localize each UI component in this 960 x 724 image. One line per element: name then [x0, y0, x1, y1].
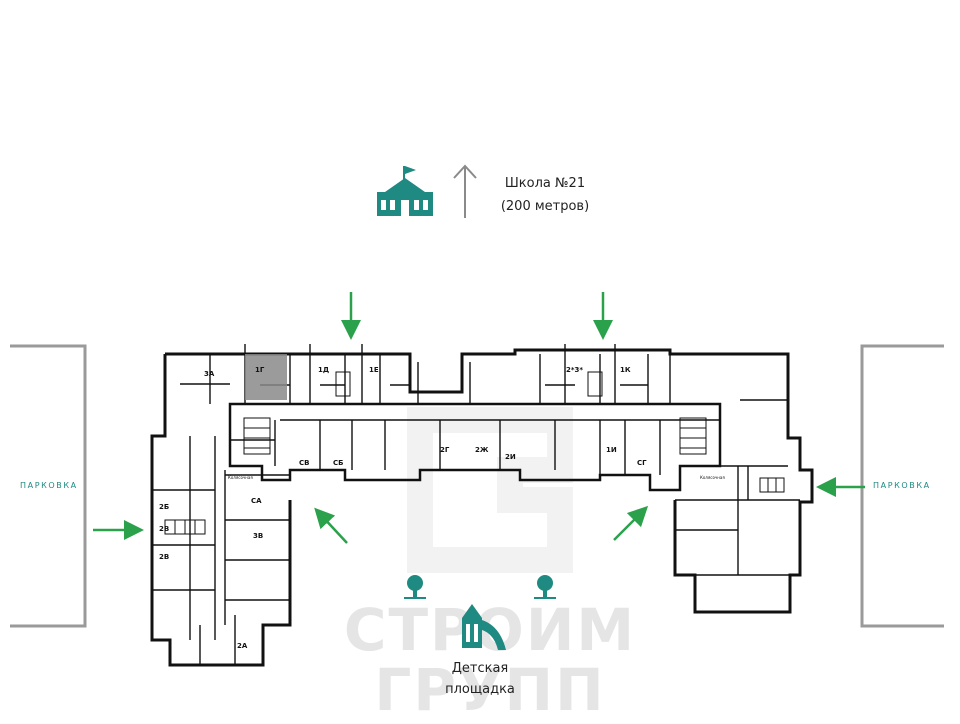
school-distance: (200 метров): [500, 199, 590, 214]
apt-label: 1И: [606, 446, 617, 454]
apt-label: 1Д: [318, 366, 329, 374]
corridor-labels: Колясочная Колясочная: [228, 475, 725, 480]
apt-label: СА: [251, 497, 262, 505]
tree-icon-right: [534, 575, 556, 599]
apt-label: СГ: [637, 459, 647, 467]
apt-label: 2Г: [440, 446, 450, 454]
apt-label: СВ: [299, 459, 309, 467]
apt-label: 2И: [505, 453, 516, 461]
corridor-label: Колясочная: [700, 475, 725, 480]
apt-label: 2*3*: [566, 366, 583, 374]
apt-label: 2А: [237, 642, 248, 650]
parking-label-left: ПАРКОВКА: [20, 481, 78, 490]
playground-line-2: площадка: [445, 682, 515, 697]
entry-arrow-inner-left: [314, 507, 348, 544]
apartment-highlight-1g[interactable]: [245, 354, 287, 400]
apt-label: 2В: [159, 525, 169, 533]
apt-label: 2В: [159, 553, 169, 561]
direction-up-arrow: [453, 164, 477, 218]
school-name: Школа №21: [504, 176, 586, 191]
apt-label: 1Е: [369, 366, 379, 374]
apartment-labels: 3А 1Г 1Д 1Е 2*3* 1К 2Б 2В 2В 2А СА 3В СВ…: [159, 366, 647, 650]
corridor-label: Колясочная: [228, 475, 253, 480]
apt-label: 2Ж: [475, 446, 489, 454]
apt-label: СБ: [333, 459, 343, 467]
parking-label-right: ПАРКОВКА: [873, 481, 931, 490]
playground-line-1: Детская: [451, 661, 509, 676]
apt-label: 3А: [204, 370, 215, 378]
watermark-logo: [407, 407, 573, 573]
stair-icons: [164, 371, 785, 535]
tree-icon-left: [404, 575, 426, 599]
apt-label: 1Г: [255, 366, 265, 374]
apt-label: 2Б: [159, 503, 169, 511]
school-label: Школа №21 (200 метров): [500, 172, 590, 218]
entry-arrows: [93, 292, 865, 544]
entry-arrow-inner-right: [613, 505, 649, 541]
playground-icon: [462, 604, 506, 650]
apt-label: 1К: [620, 366, 631, 374]
parking-bracket-left: [10, 344, 87, 628]
building-floorplan: [150, 348, 814, 667]
apt-label: 3В: [253, 532, 263, 540]
playground-label: Детская площадка: [430, 658, 530, 700]
watermark: СТРОИМ ГРУПП: [340, 600, 640, 720]
school-icon: [377, 166, 433, 216]
